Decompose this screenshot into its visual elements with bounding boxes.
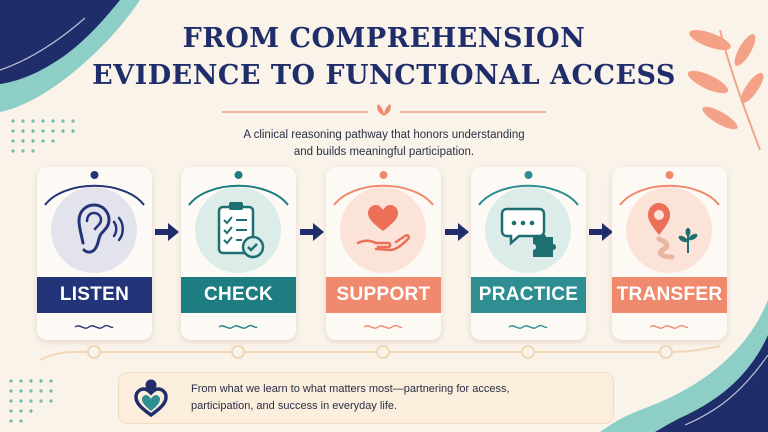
wave-accent xyxy=(74,324,114,329)
footer-line-2: participation, and success in everyday l… xyxy=(191,400,398,412)
wave-accent xyxy=(218,324,258,329)
clipboard-check-icon xyxy=(217,202,265,259)
card-arc xyxy=(44,171,145,206)
arrow-right-icon xyxy=(300,223,324,241)
step-icon-circle xyxy=(626,187,712,273)
leaf-branch-decoration xyxy=(687,29,764,151)
dot-grid-bottom-left xyxy=(9,379,53,423)
card-arc xyxy=(478,171,579,206)
chat-puzzle-icon xyxy=(500,207,556,257)
dot-grid-top-left xyxy=(11,119,75,153)
subtitle-line-2: and builds meaningful participation. xyxy=(293,146,475,158)
step-card-practice: PRACTICE xyxy=(471,167,586,340)
step-icon-circle xyxy=(195,187,281,273)
step-label: CHECK xyxy=(181,277,296,313)
step-card-check: CHECK xyxy=(181,167,296,340)
step-card-listen: LISTEN xyxy=(37,167,152,340)
step-icon-circle xyxy=(51,187,137,273)
arrow-right-icon xyxy=(155,223,179,241)
arrow-right-icon xyxy=(589,223,613,241)
person-heart-icon xyxy=(134,379,168,418)
card-arc xyxy=(333,171,434,206)
footer-line-1: From what we learn to what matters most—… xyxy=(191,383,510,395)
subtitle-line-1: A clinical reasoning pathway that honors… xyxy=(243,129,525,141)
title-line-2: EVIDENCE TO FUNCTIONAL ACCESS xyxy=(92,60,676,91)
wave-accent xyxy=(508,324,548,329)
step-card-transfer: TRANSFER xyxy=(612,167,727,340)
footer-banner: From what we learn to what matters most—… xyxy=(118,372,614,424)
card-arc xyxy=(188,171,289,206)
bottom-right-wave-decoration xyxy=(600,300,768,432)
location-path-icon xyxy=(648,203,698,260)
step-label: LISTEN xyxy=(37,277,152,313)
arrow-right-icon xyxy=(445,223,469,241)
step-card-support: SUPPORT xyxy=(326,167,441,340)
subtitle: A clinical reasoning pathway that honors… xyxy=(0,127,768,161)
step-icon-circle xyxy=(340,187,426,273)
step-label: PRACTICE xyxy=(471,277,586,313)
step-icon-circle xyxy=(485,187,571,273)
hand-heart-icon xyxy=(356,205,411,252)
title-line-1: FROM COMPREHENSION xyxy=(182,23,586,54)
wave-accent xyxy=(649,324,689,329)
step-label: SUPPORT xyxy=(326,277,441,313)
wave-accent xyxy=(363,324,403,329)
page-title: FROM COMPREHENSION EVIDENCE TO FUNCTIONA… xyxy=(0,20,768,94)
ear-icon xyxy=(77,203,124,254)
timeline-line xyxy=(39,345,721,361)
card-arc xyxy=(619,171,720,206)
title-divider xyxy=(222,104,546,116)
top-left-wave-decoration xyxy=(0,0,140,112)
footer-text: From what we learn to what matters most—… xyxy=(191,381,601,415)
step-label: TRANSFER xyxy=(612,277,727,313)
